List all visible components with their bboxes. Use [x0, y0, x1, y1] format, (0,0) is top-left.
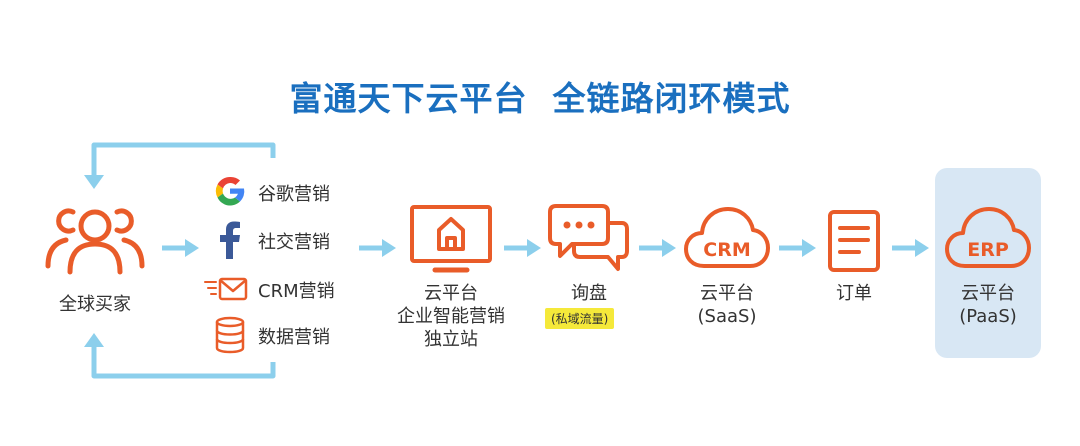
chat-bubble-icon	[548, 204, 629, 271]
private-traffic-badge: (私域流量)	[545, 308, 615, 329]
erp-label: 云平台 (PaaS)	[959, 283, 1017, 327]
flow-arrow-4	[639, 239, 676, 257]
top-loop-arrow	[91, 142, 276, 178]
flow-arrow-5	[779, 239, 816, 257]
mail-icon	[204, 277, 248, 301]
bottom-loop-arrowhead	[84, 333, 104, 347]
channel-label-crm: CRM营销	[258, 281, 335, 302]
bottom-loop-arrow	[91, 344, 276, 379]
channel-label-data: 数据营销	[258, 327, 330, 348]
people-group-icon	[45, 208, 145, 275]
flow-arrow-3	[504, 239, 541, 257]
top-loop-arrowhead	[84, 175, 104, 189]
database-icon	[215, 316, 245, 354]
monitor-house-icon	[410, 205, 492, 273]
channel-label-google: 谷歌营销	[258, 184, 330, 205]
crm-icon-text: CRM	[703, 239, 750, 261]
crm-label: 云平台 (SaaS)	[697, 283, 757, 327]
inquiry-label: 询盘	[571, 283, 607, 304]
erp-icon-text: ERP	[967, 239, 1009, 261]
flow-arrow-6	[892, 239, 929, 257]
cloud-erp-icon: ERP	[945, 207, 1031, 268]
cloud-crm-icon: CRM	[684, 207, 770, 268]
document-icon	[828, 210, 880, 272]
diagram-title: 富通天下云平台 全链路闭环模式	[289, 79, 791, 118]
flow-arrow-2	[359, 239, 396, 257]
channel-label-facebook: 社交营销	[258, 232, 330, 253]
site-label: 云平台 企业智能营销 独立站	[397, 283, 505, 350]
facebook-icon	[220, 221, 240, 259]
buyers-label: 全球买家	[59, 294, 131, 315]
order-label: 订单	[836, 283, 872, 304]
google-icon	[215, 176, 245, 206]
flow-arrow-1	[162, 239, 199, 257]
